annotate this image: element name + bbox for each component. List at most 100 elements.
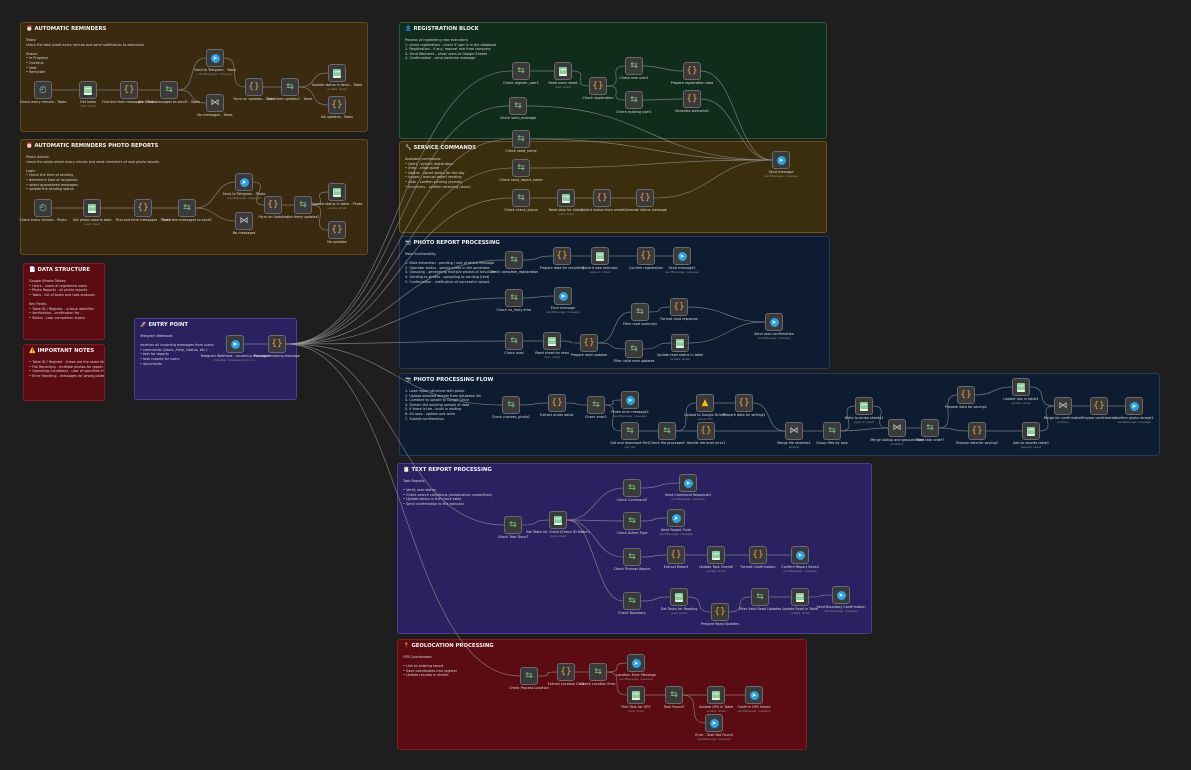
connection-e2-s1[interactable] — [285, 138, 513, 345]
node-t4[interactable]: ➤ — [679, 474, 697, 492]
connection-b8-b9[interactable] — [311, 191, 329, 206]
connection-t2-t12[interactable] — [566, 519, 624, 602]
connection-t14-t15[interactable] — [728, 596, 752, 613]
node-r1[interactable]: ⇆ — [512, 62, 530, 80]
node-b4[interactable]: ⇆ — [178, 199, 196, 217]
node-p6[interactable]: ⇆ — [505, 289, 523, 307]
node-t6[interactable]: ➤ — [667, 509, 685, 527]
node-t3[interactable]: ⇆ — [623, 479, 641, 497]
node-a8[interactable]: ⇆ — [281, 78, 299, 96]
node-g7[interactable]: ▤ — [707, 686, 725, 704]
node-p14[interactable]: ⇆ — [625, 340, 643, 358]
connection-b5-b7[interactable] — [252, 181, 265, 206]
node-f8[interactable]: {} — [697, 422, 715, 440]
node-s3[interactable]: ⇆ — [512, 189, 530, 207]
node-e2[interactable]: {} — [268, 335, 286, 353]
sticky-note-n4[interactable]: ⚠️ IMPORTANT NOTES• Table ID / Register … — [23, 344, 105, 401]
node-p5[interactable]: ➤ — [673, 247, 691, 265]
connection-e2-p11[interactable] — [285, 340, 506, 345]
connection-g6-g9[interactable] — [682, 694, 706, 724]
connection-t13-t14[interactable] — [687, 596, 712, 613]
node-b5[interactable]: ➤ — [235, 173, 253, 191]
node-b3[interactable]: {} — [134, 199, 152, 217]
connection-e2-s3[interactable] — [285, 197, 513, 345]
connection-t3-t4[interactable] — [640, 482, 680, 489]
node-a9[interactable]: ▤ — [328, 64, 346, 82]
connection-f9-f10[interactable] — [752, 402, 786, 432]
connection-p6-p7[interactable] — [522, 295, 555, 299]
node-g6[interactable]: ⇆ — [665, 686, 683, 704]
node-f15[interactable]: {} — [957, 386, 975, 404]
node-t8[interactable]: {} — [667, 546, 685, 564]
connection-f17-f19[interactable] — [1029, 386, 1055, 407]
connection-t2-t3[interactable] — [566, 487, 624, 521]
node-g1[interactable]: ⇆ — [520, 667, 538, 685]
node-a1[interactable]: ◴ — [34, 81, 52, 99]
node-r3[interactable]: {} — [589, 77, 607, 95]
node-s2[interactable]: ⇆ — [512, 159, 530, 177]
connection-s2-sm[interactable] — [529, 159, 773, 169]
node-f14[interactable]: ⇆ — [921, 419, 939, 437]
node-p1[interactable]: ⇆ — [505, 251, 523, 269]
connection-a8-a10[interactable] — [298, 86, 329, 106]
node-p2[interactable]: {} — [553, 247, 571, 265]
node-t2[interactable]: ▤ — [549, 511, 567, 529]
connection-t1-t2[interactable] — [521, 519, 550, 526]
node-p8[interactable]: ⇆ — [631, 303, 649, 321]
connection-f1-f2[interactable] — [519, 402, 549, 406]
node-t11[interactable]: ➤ — [791, 546, 809, 564]
node-sm[interactable]: ➤ — [772, 151, 790, 169]
node-t14[interactable]: {} — [711, 603, 729, 621]
connection-r2-r3[interactable] — [571, 70, 590, 87]
node-e1[interactable]: ➤ — [226, 335, 244, 353]
connection-b4-b6[interactable] — [195, 207, 236, 222]
connection-r4-r6[interactable] — [642, 65, 684, 72]
connection-p1-p2[interactable] — [522, 255, 554, 261]
node-b10[interactable]: {} — [328, 221, 346, 239]
connection-g3-g4[interactable] — [606, 662, 628, 673]
node-p9[interactable]: {} — [670, 298, 688, 316]
connection-t16-t17[interactable] — [808, 594, 833, 598]
node-t12[interactable]: ⇆ — [623, 592, 641, 610]
node-t13[interactable]: ▤ — [670, 588, 688, 606]
node-t15[interactable]: ⇆ — [751, 588, 769, 606]
connection-s1-sm[interactable] — [529, 138, 773, 161]
node-f2[interactable]: {} — [548, 394, 566, 412]
connection-a4-a5[interactable] — [177, 57, 207, 91]
connection-a4-a6[interactable] — [177, 89, 207, 104]
node-r7[interactable]: {} — [683, 90, 701, 108]
node-r6[interactable]: {} — [683, 62, 701, 80]
node-f7[interactable]: ▲ — [696, 394, 714, 412]
node-b8[interactable]: ⇆ — [294, 196, 312, 214]
node-s6[interactable]: {} — [636, 189, 654, 207]
node-a6[interactable]: ⋈ — [206, 94, 224, 112]
connection-g3-g5[interactable] — [606, 671, 628, 696]
node-f10[interactable]: ⋈ — [785, 422, 803, 440]
node-a3[interactable]: {} — [120, 81, 138, 99]
connection-b8-b10[interactable] — [311, 204, 329, 231]
node-t16[interactable]: ▤ — [791, 588, 809, 606]
node-f21[interactable]: ➤ — [1125, 397, 1143, 415]
connection-f12-f13[interactable] — [872, 405, 889, 429]
node-r2[interactable]: ▤ — [554, 62, 572, 80]
node-t1[interactable]: ⇆ — [504, 516, 522, 534]
connection-f18-f19[interactable] — [1039, 405, 1055, 432]
connection-t5-t6[interactable] — [640, 517, 668, 522]
connection-p14-p15[interactable] — [642, 342, 672, 350]
connection-r5-r7[interactable] — [642, 98, 684, 101]
node-f13[interactable]: ⋈ — [888, 419, 906, 437]
connection-e2-r8[interactable] — [285, 105, 510, 345]
node-s1[interactable]: ⇆ — [512, 130, 530, 148]
node-g9[interactable]: ➤ — [705, 714, 723, 732]
connection-e2-g1[interactable] — [285, 343, 521, 677]
node-b9[interactable]: ▤ — [328, 183, 346, 201]
node-f20[interactable]: {} — [1090, 397, 1108, 415]
node-a4[interactable]: ⇆ — [160, 81, 178, 99]
